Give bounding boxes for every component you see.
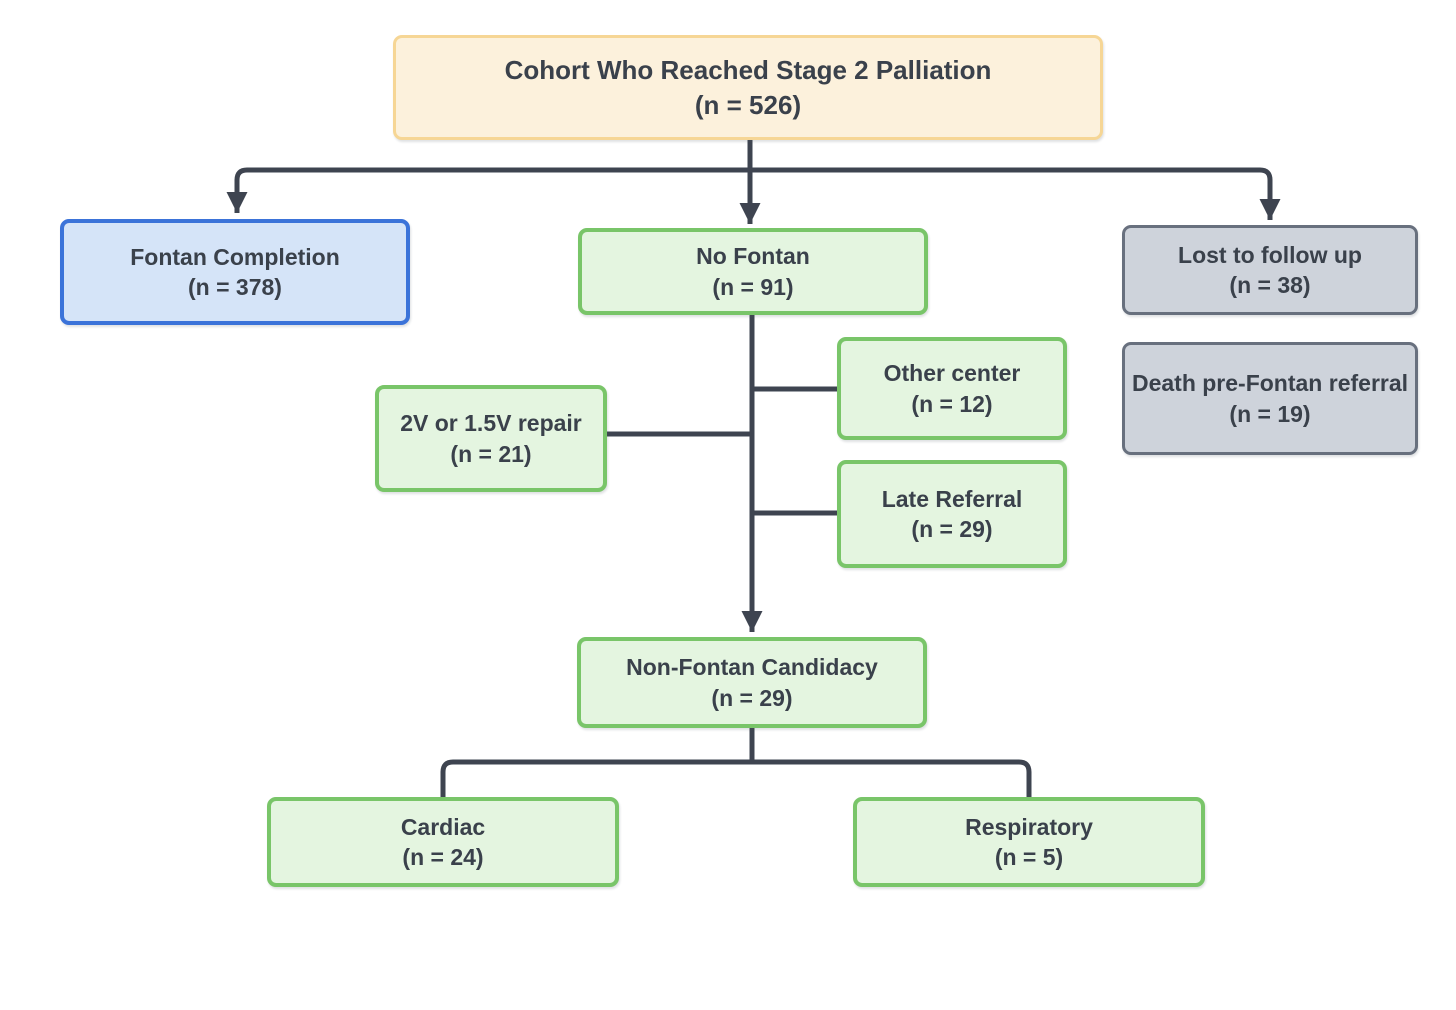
node-cohort: Cohort Who Reached Stage 2 Palliation (n… bbox=[393, 35, 1103, 140]
node-cardiac-count: (n = 24) bbox=[402, 844, 484, 870]
node-death-pre-fontan-referral: Death pre-Fontan referral (n = 19) bbox=[1122, 342, 1418, 455]
node-cardiac-label: Cardiac bbox=[400, 813, 486, 840]
node-death-pre-fontan-referral-count: (n = 19) bbox=[1229, 400, 1311, 427]
connector-cohort-to-fontan-completion bbox=[226, 167, 750, 213]
node-non-fontan-candidacy-count: (n = 29) bbox=[711, 684, 793, 711]
node-other-center-count: (n = 12) bbox=[911, 390, 993, 417]
node-cardiac: Cardiac (n = 24) bbox=[267, 797, 619, 887]
node-other-center: Other center (n = 12) bbox=[837, 337, 1067, 440]
node-non-fontan-candidacy-label: Non-Fontan Candidacy bbox=[626, 654, 878, 681]
connector-candidacy-to-cardiac bbox=[440, 759, 752, 797]
node-no-fontan: No Fontan (n = 91) bbox=[578, 228, 928, 315]
node-fontan-completion-label: Fontan Completion bbox=[130, 243, 340, 270]
connector-cohort-to-lost-to-follow-up bbox=[750, 167, 1281, 220]
node-lost-to-follow-up: Lost to follow up (n = 38) bbox=[1122, 225, 1418, 315]
node-no-fontan-count: (n = 91) bbox=[712, 273, 794, 300]
node-2v-or-1-5v-repair-label: 2V or 1.5V repair bbox=[400, 410, 582, 437]
node-non-fontan-candidacy: Non-Fontan Candidacy (n = 29) bbox=[577, 637, 927, 728]
node-2v-or-1-5v-repair: 2V or 1.5V repair (n = 21) bbox=[375, 385, 607, 492]
node-2v-or-1-5v-repair-count: (n = 21) bbox=[450, 440, 532, 467]
connector-candidacy-to-respiratory bbox=[752, 759, 1032, 797]
node-respiratory-label: Respiratory bbox=[965, 813, 1093, 840]
node-late-referral: Late Referral (n = 29) bbox=[837, 460, 1067, 568]
node-cohort-label: Cohort Who Reached Stage 2 Palliation bbox=[504, 55, 992, 86]
node-respiratory-count: (n = 5) bbox=[994, 844, 1064, 870]
node-no-fontan-label: No Fontan bbox=[696, 243, 810, 270]
node-respiratory: Respiratory (n = 5) bbox=[853, 797, 1205, 887]
node-other-center-label: Other center bbox=[883, 360, 1021, 387]
node-late-referral-label: Late Referral bbox=[881, 485, 1023, 512]
node-cohort-count: (n = 526) bbox=[694, 89, 802, 120]
node-fontan-completion: Fontan Completion (n = 378) bbox=[60, 219, 410, 325]
node-late-referral-count: (n = 29) bbox=[911, 516, 993, 542]
node-death-pre-fontan-referral-label: Death pre-Fontan referral bbox=[1131, 370, 1409, 397]
node-lost-to-follow-up-count: (n = 38) bbox=[1229, 272, 1311, 298]
node-lost-to-follow-up-label: Lost to follow up bbox=[1178, 241, 1362, 268]
node-fontan-completion-count: (n = 378) bbox=[188, 274, 282, 300]
